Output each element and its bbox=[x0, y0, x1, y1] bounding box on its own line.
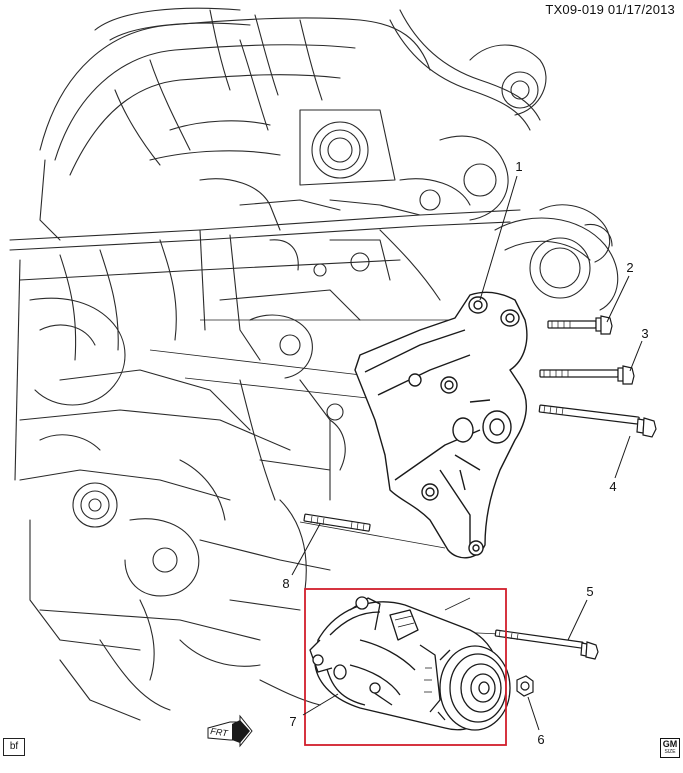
callout-1: 1 bbox=[515, 159, 522, 174]
callout-6: 6 bbox=[537, 732, 544, 747]
callout-5: 5 bbox=[586, 584, 593, 599]
callout-2: 2 bbox=[626, 260, 633, 275]
stud-8 bbox=[303, 513, 371, 532]
document-id: TX09-019 01/17/2013 bbox=[545, 2, 675, 17]
callout-7: 7 bbox=[289, 714, 296, 729]
gm-logo: GM SIZE bbox=[660, 738, 680, 758]
front-direction-label: FRT bbox=[210, 726, 230, 739]
callout-3: 3 bbox=[641, 326, 648, 341]
compressor-bracket bbox=[354, 291, 528, 559]
callout-8: 8 bbox=[282, 576, 289, 591]
front-direction-arrow: FRT bbox=[207, 714, 253, 748]
bolt-2 bbox=[547, 315, 613, 335]
bolt-3 bbox=[539, 365, 635, 385]
compressor-highlight-box bbox=[304, 588, 507, 746]
gm-logo-text: GM bbox=[662, 739, 678, 749]
ac-compressor bbox=[309, 596, 511, 731]
nut-6 bbox=[516, 675, 534, 697]
engine-drawing bbox=[9, 7, 619, 721]
author-tag: bf bbox=[3, 738, 25, 756]
bolt-5 bbox=[494, 629, 599, 660]
callout-numbers: 1 2 3 4 5 6 7 8 bbox=[282, 159, 648, 747]
callout-4: 4 bbox=[609, 479, 616, 494]
bolt-4 bbox=[538, 404, 657, 438]
callout-leaders bbox=[291, 175, 643, 731]
gm-logo-subtext: SIZE bbox=[664, 749, 676, 755]
